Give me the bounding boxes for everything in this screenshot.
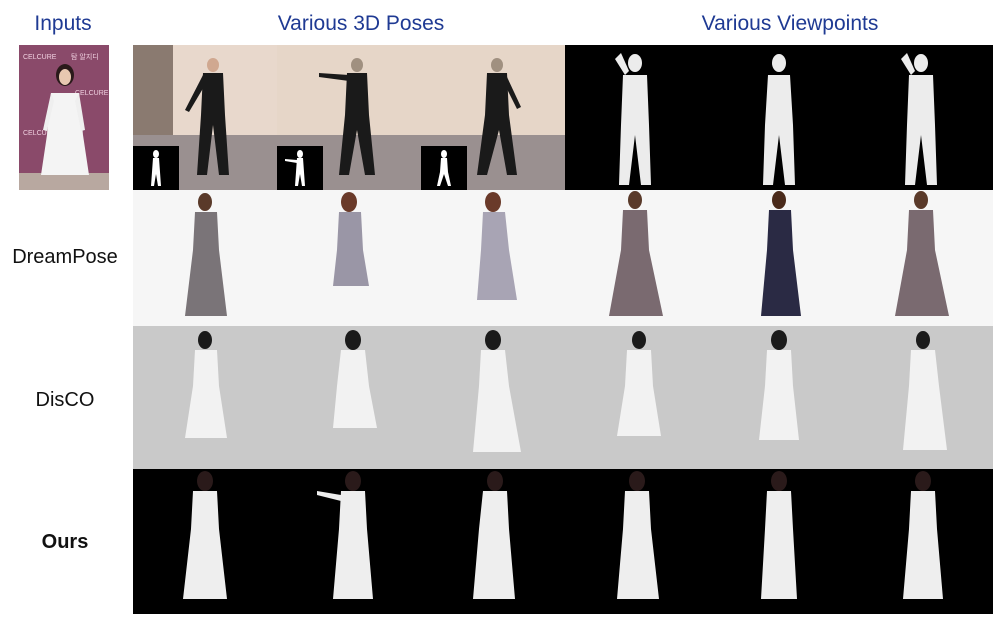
pose-inset-1 [133, 146, 179, 190]
header-inputs: Inputs [34, 12, 92, 35]
disco-results [133, 326, 993, 469]
input-photo: CELCURE 탐 알지디 CELCURE CELCURE [19, 45, 109, 190]
header-various-3d-poses: Various 3D Poses [277, 12, 445, 35]
pose-inset-2 [277, 146, 323, 190]
input-photo-text-4: 탐 알지디 [71, 52, 99, 61]
input-photo-text-1: CELCURE [23, 54, 57, 61]
row-label-dreampose: DreamPose [12, 246, 118, 268]
ours-results [133, 469, 993, 614]
pose-reference-2 [277, 45, 421, 190]
input-photo-text-2: CELCURE [75, 90, 109, 97]
row-label-disco: DisCO [35, 389, 95, 411]
row-label-ours: Ours [41, 531, 89, 553]
pose-inset-3 [421, 146, 467, 190]
dreampose-results [133, 190, 993, 326]
pose-reference-1 [133, 45, 277, 190]
pose-reference-3 [421, 45, 565, 190]
viewpoint-references [565, 45, 993, 190]
header-various-viewpoints: Various Viewpoints [701, 12, 879, 35]
input-photo-text-3: CELCURE [23, 130, 57, 137]
